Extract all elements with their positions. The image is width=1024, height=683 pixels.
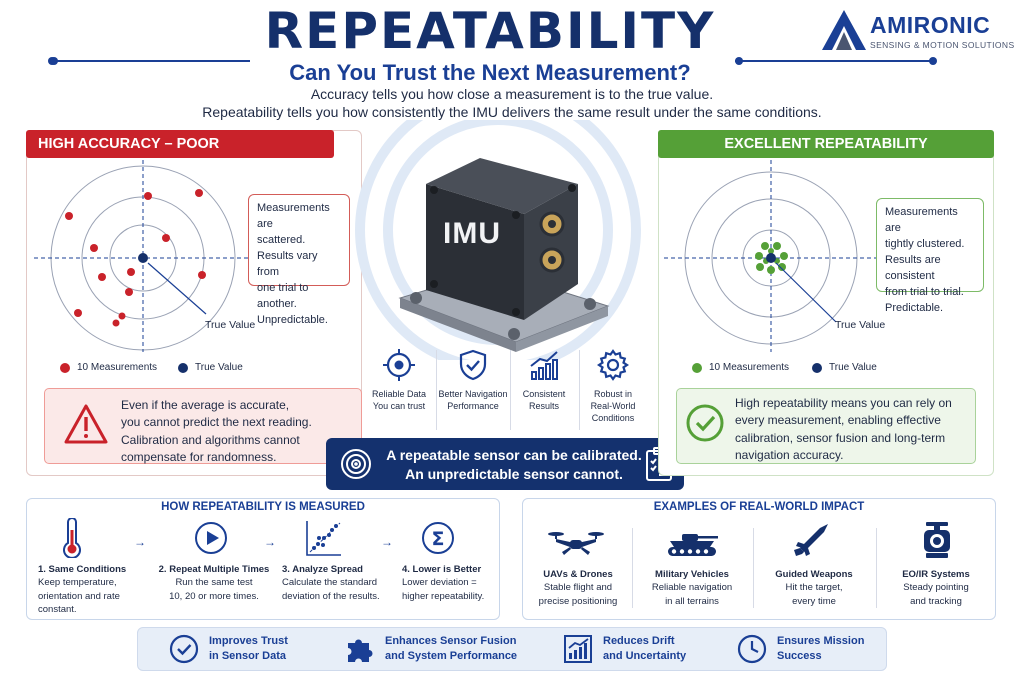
measurement-point bbox=[195, 189, 203, 197]
measurement-point bbox=[65, 212, 73, 220]
intro-accuracy: Accuracy tells you how close a measureme… bbox=[310, 86, 714, 102]
puzzle-icon bbox=[348, 639, 373, 662]
step-analyze-spread: 3. Analyze Spread Calculate the standard… bbox=[282, 564, 380, 602]
target-icon bbox=[383, 349, 415, 381]
measurement-point bbox=[127, 268, 135, 276]
scatter-icon bbox=[306, 521, 341, 556]
tank-icon bbox=[668, 534, 718, 556]
play-icon bbox=[195, 522, 227, 554]
legend-measurements: 10 Measurements bbox=[60, 362, 157, 373]
true-value-point bbox=[138, 253, 148, 263]
legend-true-dot bbox=[178, 362, 188, 373]
measurement-point bbox=[162, 234, 170, 242]
poor-repeatability-note: Even if the average is accurate, you can… bbox=[44, 388, 362, 464]
measurement-point bbox=[768, 248, 774, 254]
measurement-point bbox=[756, 263, 764, 271]
svg-text:Σ: Σ bbox=[432, 528, 445, 550]
scattered-target-diagram bbox=[34, 160, 258, 352]
measurement-point bbox=[112, 319, 120, 327]
step-arrow-icon: → bbox=[381, 535, 393, 549]
measurement-point bbox=[90, 244, 98, 252]
real-world-impact-section bbox=[522, 498, 996, 620]
page-subtitle: Can You Trust the Next Measurement? bbox=[289, 60, 691, 85]
warning-icon bbox=[64, 404, 108, 444]
measurement-point bbox=[767, 266, 775, 274]
true-value-label: True Value bbox=[835, 319, 886, 331]
measurement-point bbox=[118, 312, 126, 320]
legend-measurement-dot bbox=[692, 362, 702, 373]
true-value-label: True Value bbox=[205, 319, 256, 331]
measurement-point bbox=[98, 273, 106, 281]
drone-icon bbox=[548, 532, 604, 555]
clustered-target-diagram bbox=[664, 160, 886, 352]
shield-check-icon bbox=[459, 349, 487, 381]
measurement-point bbox=[198, 271, 206, 279]
logo-tagline: SENSING & MOTION SOLUTIONS bbox=[870, 40, 1015, 50]
step-repeat-multiple: 2. Repeat Multiple Times Run the same te… bbox=[158, 564, 270, 602]
measurement-point bbox=[74, 309, 82, 317]
legend-measurements: 10 Measurements bbox=[692, 362, 789, 373]
example-uavs-drones: UAVs & Drones Stable flight and precise … bbox=[538, 569, 618, 607]
feature-better-navigation: Better Navigation Performance bbox=[437, 348, 509, 412]
clustered-callout: Measurements are tightly clustered. Resu… bbox=[876, 198, 984, 314]
measurement-point bbox=[773, 242, 781, 250]
gear-icon bbox=[596, 349, 630, 381]
page-title: REPEATABILITY bbox=[264, 2, 716, 60]
measurement-point bbox=[780, 252, 788, 260]
measurement-point bbox=[144, 192, 152, 200]
trend-chart-icon bbox=[564, 635, 592, 663]
feature-consistent-results: Consistent Results bbox=[511, 348, 577, 412]
true-value-point bbox=[766, 253, 776, 263]
measurement-method-section bbox=[26, 498, 500, 620]
step-lower-is-better: 4. Lower is Better Lower deviation = hig… bbox=[402, 564, 485, 602]
amironic-logo-icon bbox=[822, 10, 866, 50]
intro-repeatability: Repeatability tells you how consistently… bbox=[202, 104, 822, 120]
measurement-point bbox=[761, 242, 769, 250]
step-same-conditions: 1. Same Conditions Keep temperature, ori… bbox=[38, 564, 127, 615]
measurement-point bbox=[778, 263, 786, 271]
example-eo-ir-systems: EO/IR Systems Steady pointing and tracki… bbox=[902, 569, 970, 607]
step-arrow-icon: → bbox=[264, 535, 276, 549]
imu-device-label: IMU bbox=[443, 217, 501, 250]
step-arrow-icon: → bbox=[134, 535, 146, 549]
real-world-impact-heading: EXAMPLES OF REAL-WORLD IMPACT bbox=[653, 501, 865, 513]
divider-right bbox=[735, 57, 937, 65]
missile-icon bbox=[794, 524, 828, 556]
sigma-icon: Σ bbox=[422, 522, 454, 554]
feature-reliable-data: Reliable Data You can trust bbox=[366, 348, 432, 412]
legend-true-value: True Value bbox=[178, 362, 243, 373]
measurement-method-heading: HOW REPEATABILITY IS MEASURED bbox=[161, 501, 365, 513]
legend-measurement-dot bbox=[60, 362, 70, 373]
imu-device-illustration bbox=[355, 120, 641, 360]
excellent-repeatability-banner: EXCELLENT REPEATABILITY bbox=[658, 130, 994, 158]
camera-gimbal-icon bbox=[924, 522, 950, 558]
excellent-repeatability-note: High repeatability means you can rely on… bbox=[676, 388, 976, 464]
legend-true-dot bbox=[812, 362, 822, 373]
example-guided-weapons: Guided Weapons Hit the target, every tim… bbox=[775, 569, 853, 607]
check-circle-icon bbox=[169, 634, 199, 664]
feature-robust-conditions: Robust in Real-World Conditions bbox=[580, 348, 646, 424]
example-military-vehicles: Military Vehicles Reliable navigation in… bbox=[651, 569, 733, 607]
clock-icon bbox=[737, 634, 767, 664]
bar-chart-icon bbox=[530, 351, 558, 380]
target-icon bbox=[341, 449, 371, 479]
thermometer-icon bbox=[63, 518, 81, 558]
scattered-callout: Measurements are scattered. Results vary… bbox=[248, 194, 350, 326]
measurement-point bbox=[125, 288, 133, 296]
legend-true-value: True Value bbox=[812, 362, 877, 373]
logo-name: AMIRONIC bbox=[870, 12, 991, 38]
calibration-banner: A repeatable sensor can be calibrated. A… bbox=[326, 438, 684, 490]
divider-left bbox=[48, 57, 250, 65]
check-circle-icon bbox=[686, 404, 724, 442]
poor-repeatability-banner: HIGH ACCURACY – POOR REPEATABILITY bbox=[26, 130, 334, 180]
measurement-point bbox=[755, 252, 763, 260]
